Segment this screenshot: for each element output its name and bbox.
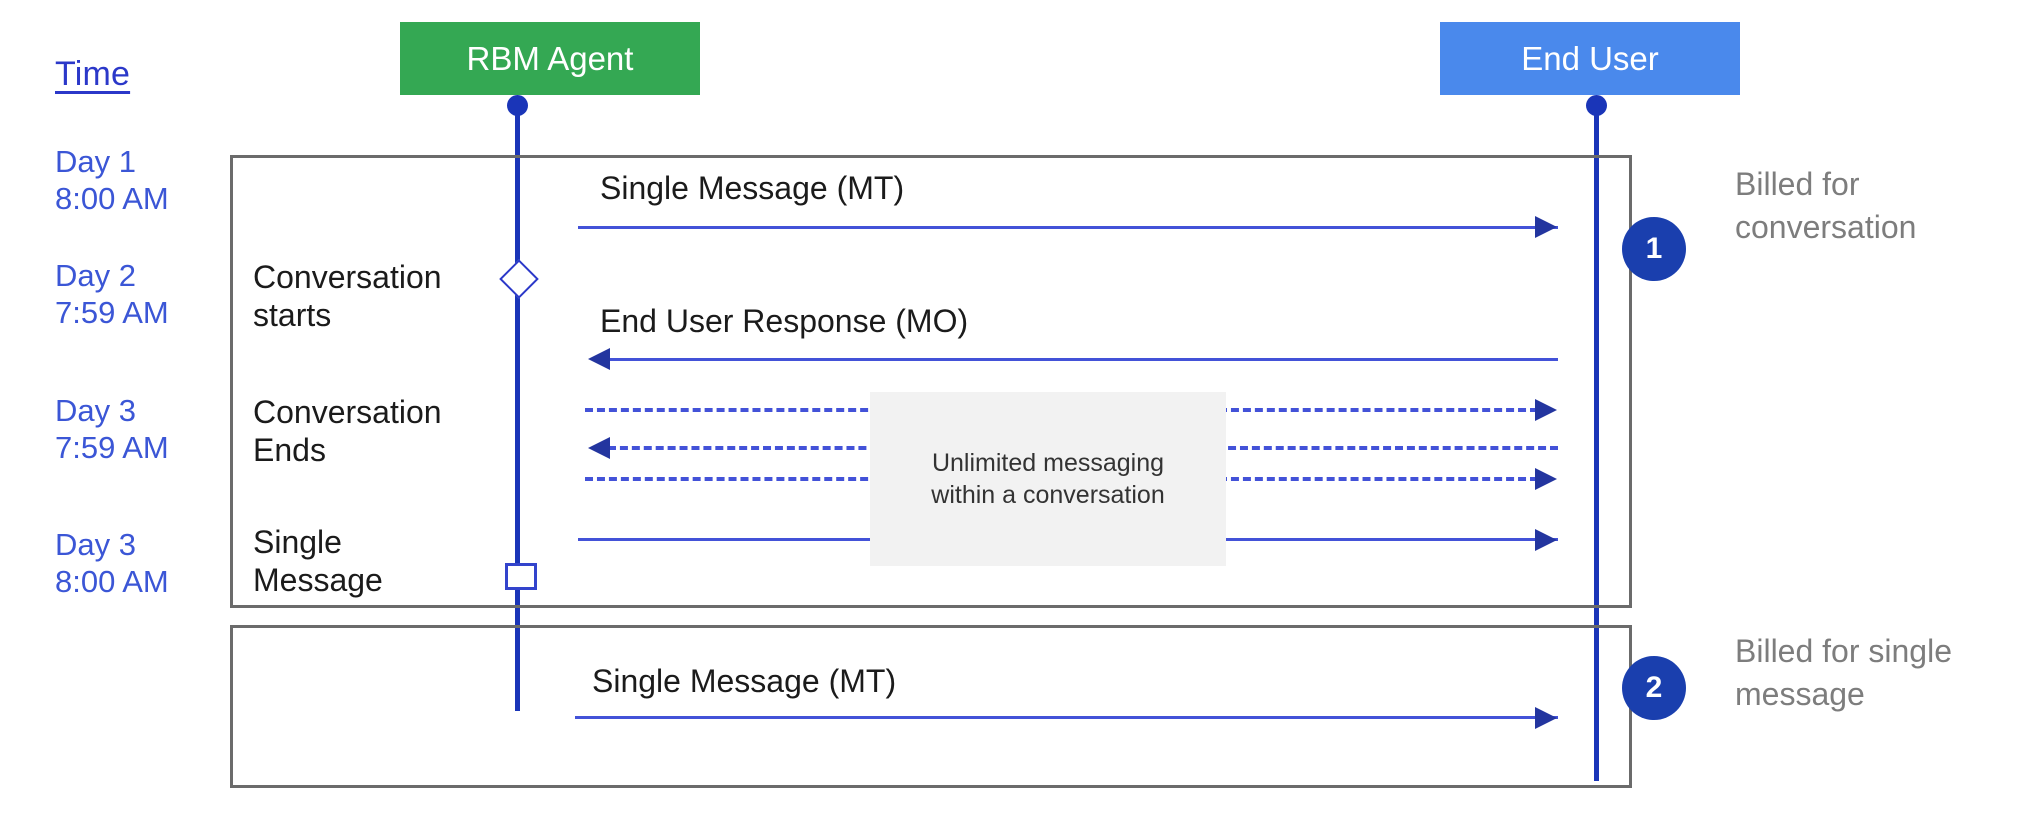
time-stamp-day1: Day 1 8:00 AM [55,144,169,216]
message-arrow-line-2 [600,358,1558,361]
arrowhead-right-icon-7 [1535,707,1557,729]
time-stamp-day2: Day 2 7:59 AM [55,258,169,330]
lifeline-end-user [1594,104,1599,781]
frame-conversation-window [230,155,1632,608]
arrowhead-left-icon-2 [588,348,610,370]
callout-text-billed-for-single-message: Billed for single message [1735,633,1952,713]
label-conversation-ends: Conversation Ends [253,394,442,469]
arrowhead-right-icon-3 [1535,399,1557,421]
note-unlimited-messaging: Unlimited messaging within a conversatio… [870,392,1226,566]
callout-badge-2: 2 [1622,656,1686,720]
label-conversation-starts: Conversation starts [253,259,442,334]
actor-box-rbm-agent: RBM Agent [400,22,700,95]
arrowhead-right-icon-1 [1535,216,1557,238]
message-label-single-message-mt-2: Single Message (MT) [592,663,897,699]
callout-badge-1: 1 [1622,217,1686,281]
message-arrow-line-1 [578,226,1558,229]
message-label-end-user-response-mo: End User Response (MO) [600,303,969,339]
arrowhead-right-icon-6 [1535,529,1557,551]
arrowhead-right-icon-5 [1535,468,1557,490]
conversation-end-square-icon [505,563,537,590]
arrowhead-left-icon-4 [588,437,610,459]
label-single-message: Single Message [253,524,383,599]
message-arrow-line-7 [575,716,1558,719]
lifeline-rbm-agent [515,104,520,711]
time-stamp-day3-759: Day 3 7:59 AM [55,393,169,465]
callout-text-billed-for-conversation: Billed for conversation [1735,166,1917,246]
actor-box-end-user: End User [1440,22,1740,95]
time-column-header: Time [55,55,131,93]
frame-single-message [230,625,1632,788]
message-label-single-message-mt-1: Single Message (MT) [600,170,905,206]
time-stamp-day3-800: Day 3 8:00 AM [55,527,169,599]
